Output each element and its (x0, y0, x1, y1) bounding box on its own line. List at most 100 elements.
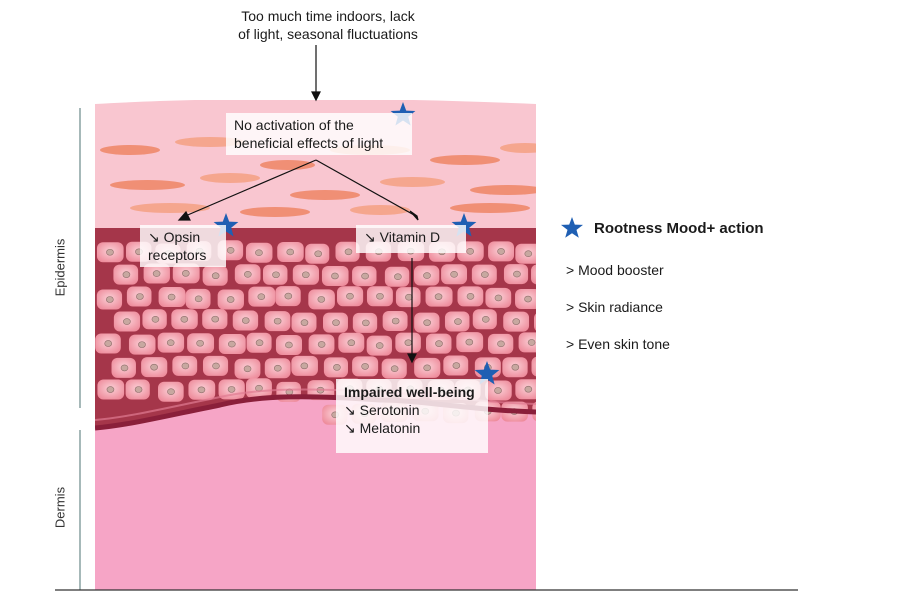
top-note-line2: of light, seasonal fluctuations (238, 26, 418, 42)
orange-streak (450, 203, 530, 213)
wellbeing-title: Impaired well-being (344, 384, 475, 400)
cell-nucleus (314, 250, 323, 258)
cell-nucleus (151, 316, 160, 323)
cell-nucleus (196, 339, 204, 347)
cell-nucleus (435, 340, 443, 347)
cell-nucleus (572, 320, 579, 326)
cell-nucleus (241, 317, 250, 324)
cell-nucleus (106, 248, 114, 256)
cell-nucleus (257, 293, 266, 300)
cell-nucleus (194, 295, 203, 303)
cell-nucleus (541, 364, 548, 370)
cell-nucleus (106, 296, 114, 303)
cell-nucleus (376, 292, 384, 300)
wellbeing-line1: ↘ Serotonin (344, 402, 420, 418)
orange-streak (500, 143, 536, 153)
cell-nucleus (255, 249, 263, 256)
cell-nucleus (104, 340, 113, 347)
orange-streak (240, 207, 310, 217)
cell-nucleus (284, 292, 293, 300)
arrow-to-vitamin (315, 159, 415, 216)
activation-box: No activation of the beneficial effects … (226, 113, 412, 155)
cell-nucleus (180, 315, 189, 323)
cell (531, 264, 536, 285)
cell-nucleus (361, 272, 369, 280)
star-icon (561, 217, 583, 238)
cell-nucleus (106, 386, 115, 393)
cell-nucleus (243, 365, 252, 373)
cell-nucleus (300, 362, 309, 370)
cell-nucleus (497, 248, 505, 255)
cell-nucleus (423, 272, 431, 279)
vitamin-box: ↘ Vitamin D (356, 225, 466, 253)
cell-nucleus (450, 270, 458, 278)
cell-nucleus (524, 385, 533, 393)
orange-streak (260, 160, 315, 170)
cell-nucleus (481, 271, 489, 278)
cell-nucleus (331, 272, 339, 280)
legend-item-even-skin-tone: > Even skin tone (566, 336, 670, 352)
opsin-line1: ↘ Opsin (148, 229, 201, 245)
cell-nucleus (285, 341, 293, 349)
wellbeing-box: Impaired well-being ↘ Serotonin ↘ Melato… (336, 379, 488, 453)
wellbeing-line2: ↘ Melatonin (344, 420, 421, 436)
cell-nucleus (344, 248, 353, 256)
cell-nucleus (573, 364, 580, 370)
cell-nucleus (167, 293, 176, 301)
cell-nucleus (434, 293, 443, 300)
cell-nucleus (211, 315, 220, 323)
cell (564, 357, 589, 377)
cell-nucleus (346, 292, 354, 300)
cell-nucleus (226, 296, 235, 303)
cell-nucleus (138, 341, 146, 348)
cell-nucleus (228, 340, 236, 348)
cell-nucleus (494, 294, 503, 302)
cell-nucleus (391, 317, 400, 325)
stratum-corneum (95, 100, 536, 228)
cell-nucleus (286, 248, 295, 256)
cell (548, 382, 572, 402)
cell-nucleus (375, 342, 384, 349)
orange-streak (470, 185, 536, 195)
cell (518, 332, 536, 353)
cell-nucleus (465, 338, 474, 346)
cell-nucleus (452, 362, 461, 369)
star-icon (451, 213, 477, 237)
cell-nucleus (557, 294, 564, 300)
cell-nucleus (497, 340, 505, 348)
epidermis-label: Epidermis (52, 238, 68, 297)
cell-nucleus (454, 318, 462, 325)
cell-nucleus (558, 249, 565, 255)
epidermal-cells (95, 240, 589, 425)
orange-streak (130, 203, 210, 213)
cell-nucleus (226, 247, 235, 254)
cell-nucleus (524, 250, 533, 258)
star-icon (474, 361, 500, 385)
cell-nucleus (273, 317, 282, 325)
cell-nucleus (273, 364, 282, 372)
cell-nucleus (557, 389, 564, 395)
orange-streak (380, 177, 445, 187)
cell-nucleus (227, 386, 236, 393)
opsin-line2: receptors (148, 247, 207, 263)
cell-nucleus (255, 339, 264, 347)
cell-nucleus (317, 296, 326, 303)
cell-nucleus (333, 364, 341, 371)
cell-nucleus (166, 339, 175, 346)
cell-nucleus (134, 386, 143, 393)
cell-nucleus (423, 319, 431, 326)
cell-nucleus (167, 388, 175, 395)
cell-nucleus (527, 339, 536, 346)
cell-nucleus (347, 339, 356, 347)
cell-nucleus (542, 408, 549, 414)
cell-nucleus (197, 386, 206, 394)
legend-title: Rootness Mood+ action (594, 220, 764, 237)
top-note-line1: Too much time indoors, lack (241, 8, 415, 24)
vitamin-line1: ↘ Vitamin D (364, 229, 441, 245)
cell-nucleus (362, 319, 370, 327)
cell-nucleus (394, 273, 402, 281)
cell-nucleus (544, 319, 551, 325)
legend-item-mood-booster: > Mood booster (566, 262, 664, 278)
cell-nucleus (404, 339, 413, 346)
